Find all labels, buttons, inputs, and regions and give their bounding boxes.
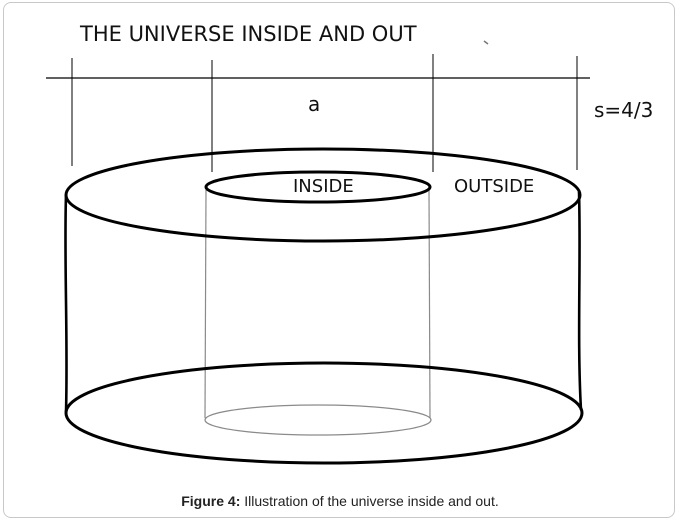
- caption-prefix: Figure 4:: [181, 493, 241, 509]
- diagram-title: THE UNIVERSE INSIDE AND OUT: [80, 22, 417, 46]
- figure-caption: Figure 4: Illustration of the universe i…: [0, 493, 680, 509]
- label-a: a: [308, 92, 321, 116]
- outer-cylinder-top: [64, 147, 582, 243]
- caption-text: Illustration of the universe inside and …: [240, 493, 499, 509]
- label-outside: OUTSIDE: [454, 176, 535, 197]
- label-inside: INSIDE: [293, 176, 354, 197]
- outer-cylinder-right-wall: [577, 191, 583, 411]
- outer-cylinder-left-wall: [64, 194, 68, 413]
- inner-cylinder-top: [204, 170, 432, 204]
- inner-cylinder-bottom: [204, 404, 432, 436]
- inner-cylinder-left-edge: [204, 189, 207, 419]
- outer-cylinder-bottom: [64, 361, 584, 465]
- stray-mark: [483, 40, 489, 45]
- inner-cylinder-right-edge: [428, 189, 431, 419]
- label-s: s=4/3: [594, 98, 654, 122]
